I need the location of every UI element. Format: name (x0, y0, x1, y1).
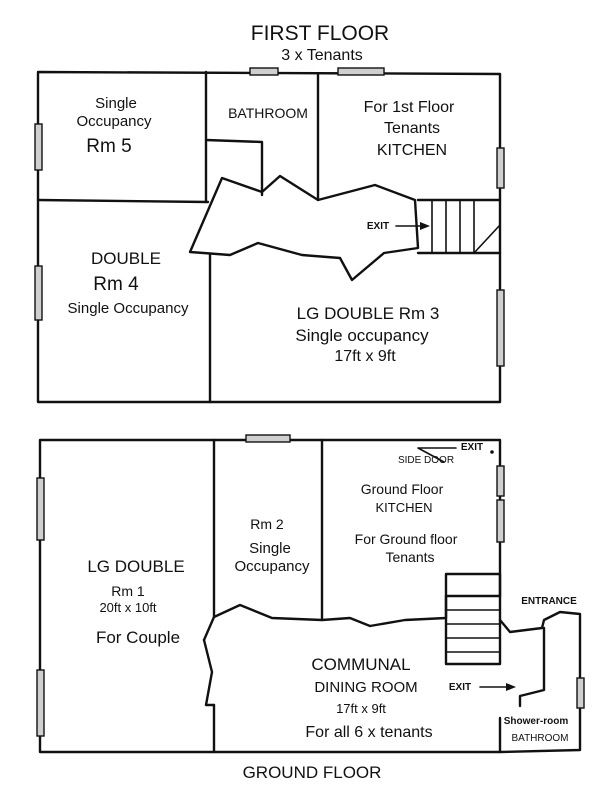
door-mark (490, 450, 494, 454)
first-floor-hallway (188, 174, 420, 282)
window (36, 477, 45, 541)
shower-room-inner-wall (518, 626, 546, 708)
first-floor-kitchen-line1: For 1st Floor (364, 99, 455, 116)
ground-floor-stairs (444, 572, 502, 666)
shower-room-wall (498, 610, 582, 754)
first-floor: FIRST FLOOR 3 x Tenants EXIT Sing (34, 22, 505, 404)
first-floor-subtitle: 3 x Tenants (281, 47, 363, 64)
window (337, 67, 385, 76)
rm3-line3: 17ft x 9ft (334, 348, 396, 365)
ground-floor-outer-wall (38, 438, 502, 754)
rm2-name: Rm 2 (250, 516, 284, 532)
window (245, 434, 291, 443)
window (34, 123, 43, 171)
dining-room-left-edge (202, 638, 216, 707)
first-floor-exit-arrowhead (420, 222, 430, 230)
rm3-line1: LG DOUBLE Rm 3 (297, 304, 440, 323)
ground-floor-hallway (202, 594, 448, 642)
rm5-line2: Occupancy (76, 113, 152, 130)
side-door-label: SIDE DOOR (398, 455, 454, 466)
window (36, 669, 45, 737)
window (249, 67, 279, 76)
rm3-line2: Single occupancy (295, 326, 429, 345)
bathroom-inner-wall (204, 138, 264, 197)
window (496, 289, 505, 367)
ground-kitchen-line3: For Ground floor (355, 531, 458, 547)
first-floor-kitchen-line3: KITCHEN (377, 142, 447, 159)
first-floor-kitchen-line2: Tenants (384, 120, 440, 137)
window (496, 147, 505, 189)
side-exit-label: EXIT (461, 442, 483, 453)
first-floor-exit-label: EXIT (367, 221, 389, 232)
communal-line2: DINING ROOM (314, 679, 417, 696)
ground-kitchen-line4: Tenants (385, 549, 434, 565)
main-exit-label: EXIT (449, 682, 471, 693)
rm1-line1: LG DOUBLE (87, 557, 184, 576)
communal-line3: 17ft x 9ft (336, 701, 386, 716)
window (34, 265, 43, 321)
rm2-line2: Single (249, 540, 291, 557)
first-floor-bathroom-label: BATHROOM (228, 105, 308, 121)
window (576, 677, 585, 709)
rm4-name: Rm 4 (93, 274, 139, 295)
rm2-line3: Occupancy (234, 558, 310, 575)
shower-room-label: Shower-room (504, 716, 569, 727)
rm5-bottom-wall (36, 198, 210, 204)
first-floor-title: FIRST FLOOR (251, 22, 389, 45)
ground-kitchen-line2: KITCHEN (375, 500, 432, 515)
communal-line4: For all 6 x tenants (305, 724, 432, 741)
side-door-swing (417, 447, 457, 463)
rm5-line1: Single (95, 95, 137, 112)
ground-floor: SIDE DOOR EXIT Ground Floor KITCHEN For … (36, 434, 585, 782)
ground-kitchen-line1: Ground Floor (361, 481, 444, 497)
entrance-label: ENTRANCE (521, 596, 577, 607)
shower-bathroom-label: BATHROOM (511, 733, 568, 744)
rm1-line3: 20ft x 10ft (99, 600, 156, 615)
communal-line1: COMMUNAL (311, 655, 410, 674)
main-exit-arrowhead (506, 683, 516, 691)
window (496, 465, 505, 497)
rm4-line1: DOUBLE (91, 249, 161, 268)
rm5-name: Rm 5 (86, 136, 131, 157)
rm1-line4: For Couple (96, 628, 180, 647)
ground-floor-title: GROUND FLOOR (243, 763, 382, 782)
rm4-line3: Single Occupancy (68, 300, 189, 317)
window (496, 499, 505, 543)
first-floor-stairs (416, 198, 502, 255)
rm1-name: Rm 1 (111, 583, 145, 599)
